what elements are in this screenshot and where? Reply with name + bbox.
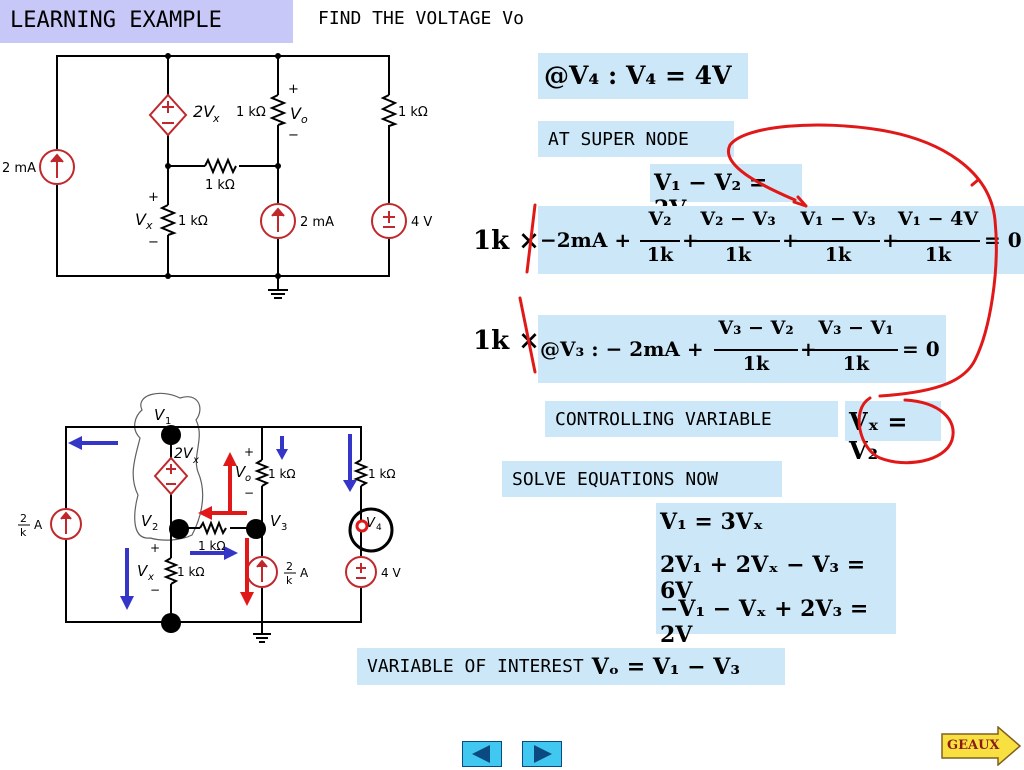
eq-control-box: Vₓ = V₂ [845,401,941,465]
label-dep-source-sub: x [212,112,220,125]
label-r-mid: 1 kΩ [205,178,235,193]
v3-t1-num: V₃ − V₂ [718,317,794,339]
eq-v4-box: @V₄ : V₄ = 4V [538,53,748,99]
label-v4-sub: 4 [376,523,382,533]
label-vx-minus: − [148,235,159,250]
label-vx-sub: x [147,572,154,583]
eq-super-kcl-lead: −2mA + [540,228,632,252]
circuit-diagram-bottom: V 1 V 2 V 3 V 4 2V x + V o − 1 kΩ 1 kΩ 1… [18,392,401,643]
label-src-left-unit: A [34,518,43,532]
label-dep-source: 2V [193,102,215,121]
label-2ma-left: 2 mA [2,161,36,176]
v3-tail: = 0 [902,337,940,361]
multiplier-1k-bottom: 1k × [473,326,540,356]
label-vx: V [137,562,149,580]
kcl-t2-num: V₂ − V₃ [700,208,776,230]
v3-t2-den: 1k [842,353,870,375]
label-r-right: 1 kΩ [368,467,396,481]
label-vx-minus: − [150,583,160,597]
solve-label: SOLVE EQUATIONS NOW [502,461,782,497]
label-v4: V [366,516,376,531]
label-src-mid-unit: A [300,566,309,580]
title-banner: LEARNING EXAMPLE [0,0,293,43]
eq-interest: Vₒ = V₁ − V₃ [591,653,741,680]
label-vo: V [235,463,247,481]
interest-label: VARIABLE OF INTEREST [367,656,584,677]
controlling-variable-label: CONTROLLING VARIABLE [545,401,838,437]
label-r-vo: 1 kΩ [236,105,266,120]
label-v1-sub: 1 [165,416,171,427]
label-v1: V [154,406,166,424]
label-r-right: 1 kΩ [398,105,428,120]
eq-v3-lead: @V₃ : − 2mA + [540,337,704,361]
label-vx: V [135,210,147,229]
arrow-right-icon [941,726,1022,766]
label-v2: V [141,512,153,530]
solved-eq-3: −V₁ − Vₓ + 2V₃ = 2V [660,596,869,648]
label-4v: 4 V [381,566,401,580]
triangle-right-icon [534,745,552,763]
kcl-t1-num: V₂ [648,208,672,230]
kcl-t3-num: V₁ − V₃ [800,208,876,230]
label-v3-sub: 3 [281,522,287,533]
label-r-vx: 1 kΩ [178,214,208,229]
label-vo-plus: + [288,82,299,97]
circuit-diagram-top: 2 mA 2V x 1 kΩ + V o − 1 kΩ 1 kΩ + V x −… [2,53,432,299]
label-src-mid-den: k [286,574,293,587]
solved-eq-1: V₁ = 3Vₓ [660,509,764,535]
solved-eq-2: 2V₁ + 2Vₓ − V₃ = 6V [660,552,866,604]
page-title: LEARNING EXAMPLE [10,8,222,33]
kcl-t4-den: 1k [924,244,952,266]
interest-box: VARIABLE OF INTEREST Vₒ = V₁ − V₃ [357,648,785,685]
label-r-vx: 1 kΩ [177,565,205,579]
kcl-t2-den: 1k [724,244,752,266]
multiplier-1k-top: 1k × [473,226,540,256]
label-vo: V [290,104,302,123]
label-dep-source-sub: x [192,455,199,466]
label-vx-plus: + [150,541,160,555]
label-vo-minus: − [288,128,299,143]
label-2ma-mid: 2 mA [300,215,334,230]
problem-statement: FIND THE VOLTAGE Vo [318,8,524,29]
label-src-mid-num: 2 [286,560,293,573]
kcl-t3-den: 1k [824,244,852,266]
geaux-label: GEAUX [947,738,1000,753]
kcl-tail: = 0 [984,228,1022,252]
label-4v: 4 V [411,215,432,230]
kcl-plus1: + [682,228,699,252]
label-r-vo: 1 kΩ [268,467,296,481]
label-r-mid: 1 kΩ [198,539,226,553]
eq-v4: @V₄ : V₄ = 4V [544,61,732,90]
label-v3: V [270,512,282,530]
eq-v3-box: @V₃ : − 2mA + V₃ − V₂ 1k + V₃ − V₁ 1k = … [538,315,946,383]
prev-slide-button[interactable] [462,741,502,767]
label-dep-source: 2V [174,446,194,462]
solved-equations-box: V₁ = 3Vₓ 2V₁ + 2Vₓ − V₃ = 6V −V₁ − Vₓ + … [656,503,896,648]
label-vo-plus: + [244,445,254,459]
label-vx-plus: + [148,190,159,205]
triangle-left-icon [472,745,490,763]
v3-t1-den: 1k [742,353,770,375]
eq-super-constraint-box: V₁ − V₂ = 2Vₓ [650,164,802,222]
kcl-t1-den: 1k [646,244,674,266]
v3-t2-num: V₃ − V₁ [818,317,894,339]
label-src-left-num: 2 [20,512,27,525]
label-vo-sub: o [245,473,251,484]
eq-super-kcl-box: −2mA + V₂ 1k + V₂ − V₃ 1k + V₁ − V₃ 1k +… [538,206,1024,274]
next-slide-button[interactable] [522,741,562,767]
eq-control: Vₓ = V₂ [849,407,908,465]
geaux-button[interactable]: GEAUX [940,726,1022,766]
label-v2-sub: 2 [152,522,158,533]
label-vo-minus: − [244,486,254,500]
label-vo-sub: o [301,113,308,126]
label-src-left-den: k [20,526,27,539]
supernode-label: AT SUPER NODE [538,121,734,157]
label-vx-sub: x [145,219,153,232]
kcl-t4-num: V₁ − 4V [897,208,979,230]
